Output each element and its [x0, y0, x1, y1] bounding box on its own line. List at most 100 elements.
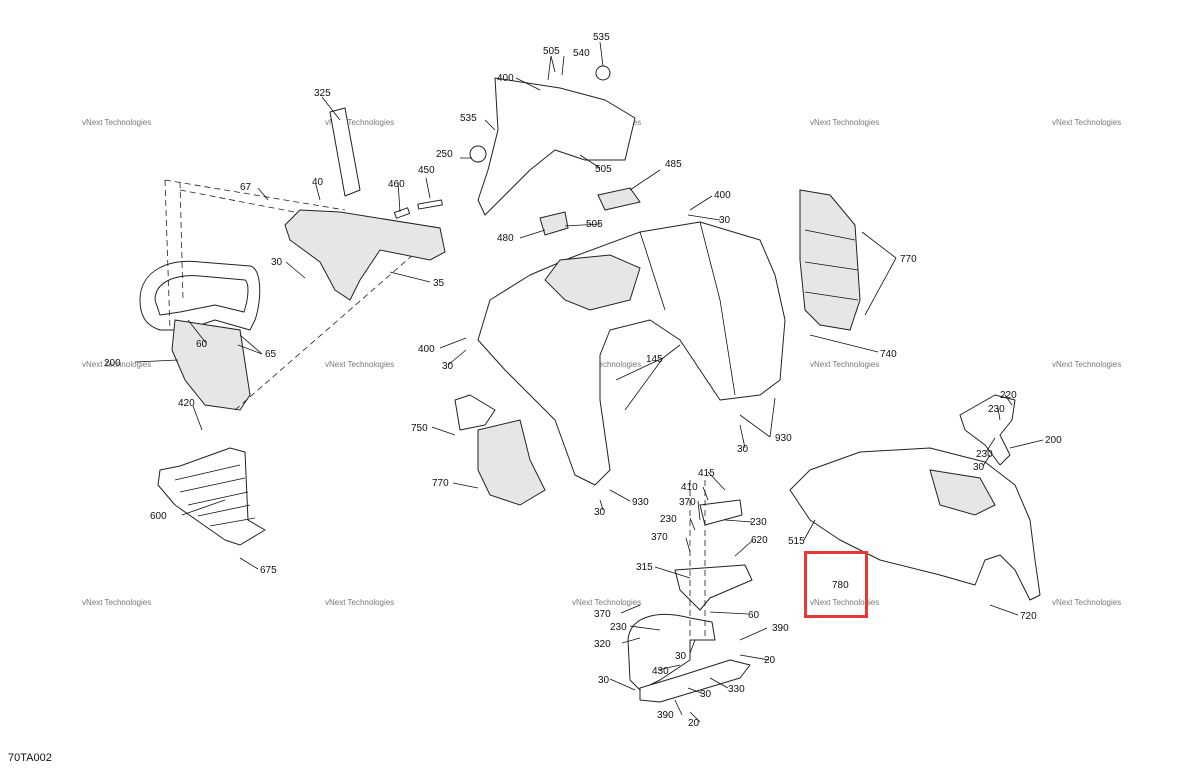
- callout-label[interactable]: 675: [260, 565, 277, 576]
- callout-label[interactable]: 230: [750, 517, 767, 528]
- callout-label[interactable]: 20: [688, 718, 700, 729]
- front-bumper-assembly: [627, 480, 753, 703]
- front-fender-top: [469, 65, 641, 236]
- watermark-text: vNext Technologies: [572, 598, 641, 607]
- callout-label[interactable]: 60: [748, 610, 760, 621]
- callout-label[interactable]: 320: [594, 639, 611, 650]
- callout-label[interactable]: 30: [700, 689, 712, 700]
- bumper-bar-part: [639, 659, 751, 703]
- leaders-lower-left: [181, 426, 631, 570]
- callout-label[interactable]: 460: [388, 179, 405, 190]
- callout-label[interactable]: 230: [610, 622, 627, 633]
- callout-label[interactable]: 720: [1020, 611, 1037, 622]
- callout-label[interactable]: 315: [636, 562, 653, 573]
- diagram-code-label: 70TA002: [8, 752, 52, 764]
- callout-label[interactable]: 505: [586, 219, 603, 230]
- callout-label[interactable]: 230: [988, 404, 1005, 415]
- callout-label[interactable]: 535: [593, 32, 610, 43]
- watermark-text: vNext Technologies: [810, 118, 879, 127]
- side-panel-top-part: [454, 394, 496, 431]
- callout-label[interactable]: 400: [714, 190, 731, 201]
- callout-label[interactable]: 770: [900, 254, 917, 265]
- callout-label[interactable]: 35: [433, 278, 445, 289]
- callout-label[interactable]: 410: [681, 482, 698, 493]
- callout-label[interactable]: 250: [436, 149, 453, 160]
- watermark-text: vNext Technologies: [325, 598, 394, 607]
- callout-label[interactable]: 30: [594, 507, 606, 518]
- callout-label[interactable]: 420: [178, 398, 195, 409]
- callout-label[interactable]: 65: [265, 349, 277, 360]
- callout-label[interactable]: 535: [460, 113, 477, 124]
- callout-label[interactable]: 67: [240, 182, 252, 193]
- callout-label[interactable]: 370: [679, 497, 696, 508]
- leaders-bumper: [609, 471, 770, 723]
- leaders-middle: [134, 319, 776, 449]
- callout-label[interactable]: 200: [1045, 435, 1062, 446]
- callout-label[interactable]: 30: [442, 361, 454, 372]
- dashed-guide-lines: [689, 480, 706, 640]
- callout-label[interactable]: 30: [598, 675, 610, 686]
- callout-label[interactable]: 230: [976, 449, 993, 460]
- callout-label[interactable]: 30: [973, 462, 985, 473]
- callout-label[interactable]: 780: [832, 580, 849, 591]
- callout-label[interactable]: 220: [1000, 390, 1017, 401]
- upper-bracket-part: [699, 499, 743, 526]
- fender-inner-part: [544, 254, 641, 311]
- callout-label[interactable]: 480: [497, 233, 514, 244]
- callout-label[interactable]: 230: [660, 514, 677, 525]
- spacer-part: [393, 207, 411, 219]
- callout-label[interactable]: 620: [751, 535, 768, 546]
- callout-label[interactable]: 30: [737, 444, 749, 455]
- watermark-text: vNext Technologies: [82, 118, 151, 127]
- selected-part-highlight[interactable]: [804, 551, 868, 618]
- skid-plate: [157, 447, 266, 546]
- callout-label[interactable]: 145: [646, 354, 663, 365]
- callout-label[interactable]: 390: [657, 710, 674, 721]
- dashed-guide-line: [234, 239, 431, 411]
- callout-label[interactable]: 740: [880, 349, 897, 360]
- callout-label[interactable]: 40: [312, 177, 324, 188]
- bumper-tube-part: [627, 613, 716, 691]
- callout-label[interactable]: 400: [418, 344, 435, 355]
- callout-label[interactable]: 430: [652, 666, 669, 677]
- fender-edge-lines: [639, 221, 736, 396]
- callout-label[interactable]: 515: [788, 536, 805, 547]
- callouts: 400 505 540 535 535 250 505 485 400 30 5…: [104, 32, 1062, 729]
- callout-label[interactable]: 200: [104, 358, 121, 369]
- fascia-insert-part: [929, 469, 996, 516]
- callout-label[interactable]: 30: [675, 651, 687, 662]
- callout-label[interactable]: 415: [698, 468, 715, 479]
- callout-label[interactable]: 770: [432, 478, 449, 489]
- callout-label[interactable]: 325: [314, 88, 331, 99]
- callout-label[interactable]: 930: [632, 497, 649, 508]
- cap-part: [469, 145, 487, 163]
- watermark-text: vNext Technologies: [325, 360, 394, 369]
- callout-label[interactable]: 750: [411, 423, 428, 434]
- callout-label[interactable]: 330: [728, 684, 745, 695]
- callout-label[interactable]: 20: [764, 655, 776, 666]
- leaders-top: [460, 41, 721, 239]
- callout-label[interactable]: 30: [271, 257, 283, 268]
- callout-label[interactable]: 370: [651, 532, 668, 543]
- callout-label[interactable]: 540: [573, 48, 590, 59]
- watermark-text: vNext Technologies: [572, 360, 641, 369]
- callout-label[interactable]: 600: [150, 511, 167, 522]
- callout-label[interactable]: 30: [719, 215, 731, 226]
- watermark-text: vNext Technologies: [1052, 118, 1121, 127]
- deflector-ribs: [804, 229, 859, 301]
- watermark-text: vNext Technologies: [810, 360, 879, 369]
- callout-label[interactable]: 390: [772, 623, 789, 634]
- watermark-text: vNext Technologies: [82, 598, 151, 607]
- callout-label[interactable]: 485: [665, 159, 682, 170]
- callout-label[interactable]: 400: [497, 73, 514, 84]
- bumper-bracket-part: [674, 564, 753, 611]
- callout-label[interactable]: 60: [196, 339, 208, 350]
- callout-label[interactable]: 505: [595, 164, 612, 175]
- skid-plate-part: [157, 447, 266, 546]
- callout-label[interactable]: 505: [543, 46, 560, 57]
- callout-label[interactable]: 370: [594, 609, 611, 620]
- front-fender-body: [477, 221, 786, 486]
- callout-label[interactable]: 450: [418, 165, 435, 176]
- watermark-text: vNext Technologies: [325, 118, 394, 127]
- callout-label[interactable]: 930: [775, 433, 792, 444]
